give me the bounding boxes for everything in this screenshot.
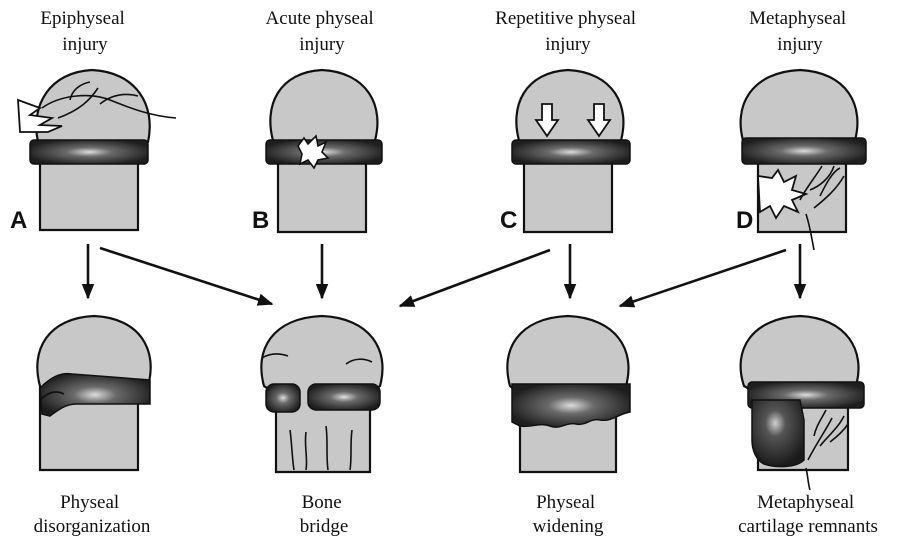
label-bone-bridge: Bone bridge bbox=[300, 492, 349, 537]
label-repetitive-physeal-injury: Repetitive physeal injury bbox=[495, 8, 641, 55]
flow-arrows bbox=[88, 244, 800, 306]
arrow-d-to-widening bbox=[620, 250, 786, 306]
bone-bone-bridge bbox=[261, 316, 382, 472]
label-acute-physeal-injury: Acute physeal injury bbox=[266, 8, 379, 55]
label-metaphyseal-cartilage-remnants: Metaphyseal cartilage remnants bbox=[738, 492, 878, 537]
panel-letter-c: C bbox=[500, 207, 517, 234]
label-metaphyseal-injury: Metaphyseal injury bbox=[749, 8, 851, 55]
label-physeal-disorganization: Physeal disorganization bbox=[34, 492, 151, 537]
panel-letter-d: D bbox=[736, 207, 753, 234]
label-epiphyseal-injury: Epiphyseal injury bbox=[40, 8, 129, 55]
panel-letter-a: A bbox=[10, 207, 27, 234]
bone-physeal-disorganization bbox=[37, 316, 150, 470]
bone-c-repetitive-physeal-injury bbox=[512, 70, 630, 232]
label-physeal-widening: Physeal widening bbox=[533, 492, 604, 537]
bone-d-metaphyseal-injury bbox=[741, 70, 866, 250]
bone-a-epiphyseal-injury bbox=[18, 70, 176, 230]
arrow-c-to-bridge bbox=[400, 250, 550, 306]
bone-physeal-widening bbox=[507, 316, 630, 472]
panel-letter-b: B bbox=[252, 207, 269, 234]
bone-metaphyseal-cartilage-remnants bbox=[741, 316, 864, 490]
bone-b-acute-physeal-injury bbox=[266, 70, 382, 232]
arrow-a-to-bridge bbox=[100, 248, 272, 304]
